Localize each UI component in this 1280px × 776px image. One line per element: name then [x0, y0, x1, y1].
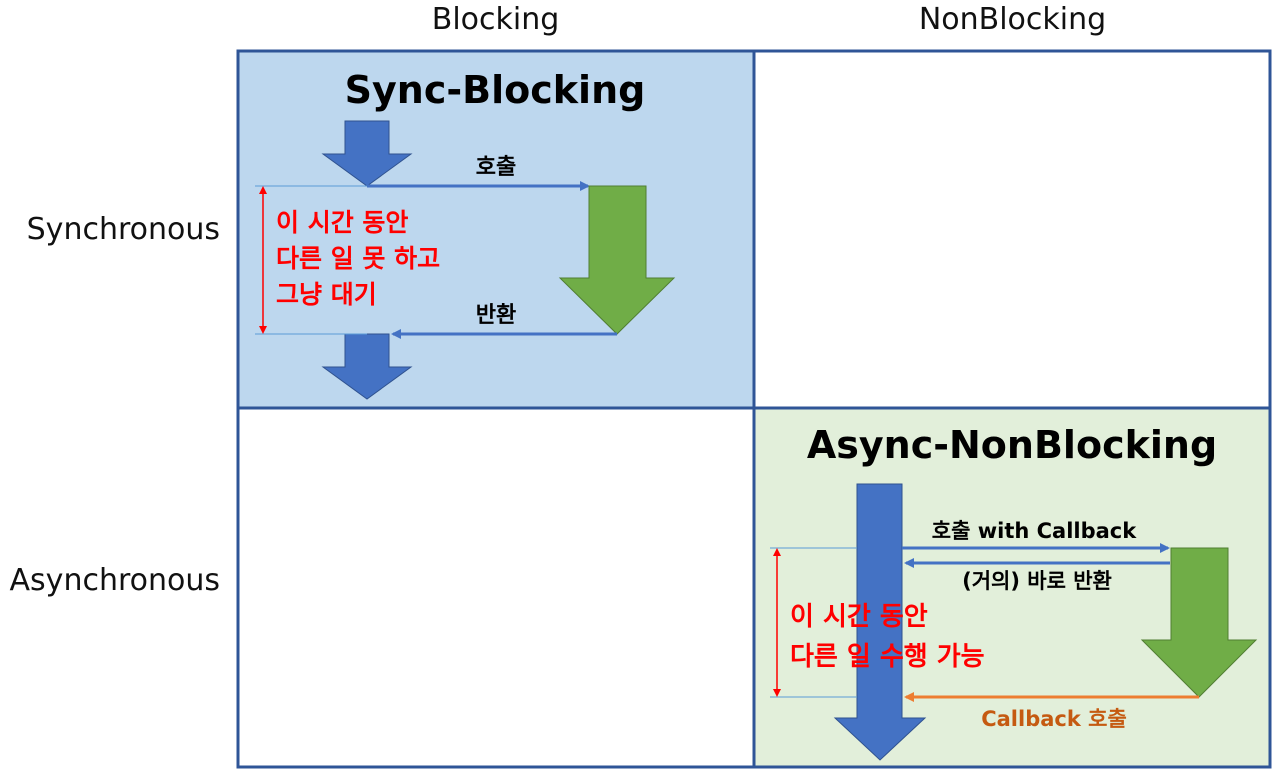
column-header-blocking: Blocking — [431, 2, 560, 37]
sync-caller-arrow-bottom — [321, 333, 413, 400]
row-header-synchronous: Synchronous — [26, 212, 220, 247]
sync-nonblocking-quadrant — [754, 51, 1270, 408]
async-callback-label: Callback 호출 — [981, 707, 1127, 731]
async-return-label: (거의) 바로 반환 — [962, 569, 1112, 593]
column-header-nonblocking: NonBlocking — [918, 2, 1107, 37]
async-callee-arrow — [1140, 547, 1258, 698]
sync-blocking-title: Sync-Blocking — [345, 68, 646, 112]
sync-callee-arrow — [558, 185, 676, 335]
sync-caller-arrow-top — [321, 120, 413, 187]
sync-call-label: 호출 — [476, 155, 516, 180]
sync-wait-text-line1: 이 시간 동안 — [276, 208, 408, 237]
async-work-text-line2: 다른 일 수행 가능 — [790, 642, 985, 672]
async-call-label: 호출 with Callback — [932, 519, 1137, 543]
row-header-asynchronous: Asynchronous — [9, 563, 220, 598]
sync-return-label: 반환 — [476, 303, 516, 328]
async-caller-arrow — [833, 483, 927, 761]
sync-wait-text-line3: 그냥 대기 — [276, 280, 377, 309]
async-work-text-line1: 이 시간 동안 — [790, 602, 928, 632]
sync-blocking-quadrant — [238, 51, 754, 408]
async-blocking-quadrant — [238, 408, 754, 767]
sync-wait-text-line2: 다른 일 못 하고 — [276, 244, 440, 273]
async-nonblocking-title: Async-NonBlocking — [807, 423, 1217, 467]
